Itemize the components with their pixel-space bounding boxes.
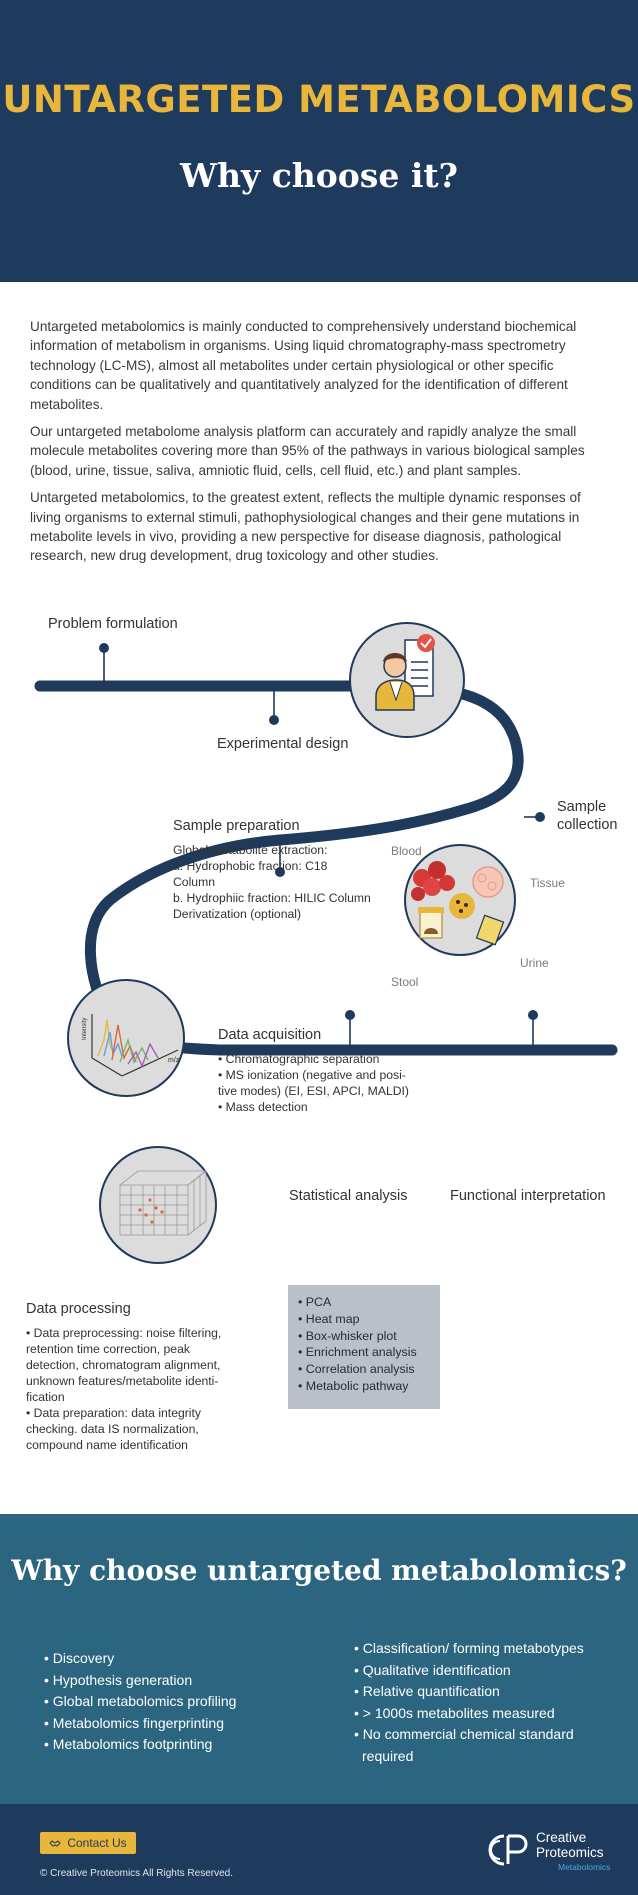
why-item: • Global metabolomics profiling	[44, 1693, 237, 1709]
why-item: • Qualitative identification	[354, 1661, 511, 1678]
stats-item: • PCA	[298, 1295, 332, 1309]
creative-proteomics-logo[interactable]: Creative Proteomics Metabolomics	[486, 1830, 616, 1876]
intro-paragraph-3: Untargeted metabolomics, to the greatest…	[30, 490, 581, 564]
stats-item: • Enrichment analysis	[298, 1345, 417, 1360]
logo-mark-icon	[488, 1834, 528, 1866]
why-title: Why choose untargeted metabolomics?	[11, 1554, 627, 1587]
stats-item: • Correlation analysis	[298, 1362, 415, 1377]
label-sample-preparation: Sample preparation	[173, 818, 300, 834]
workflow-circles: Intensity m/z	[67, 979, 217, 1264]
logo-text-line1: Creative	[536, 1830, 587, 1845]
researcher-icon	[349, 622, 465, 738]
label-statistical-analysis: Statistical analysis	[289, 1188, 408, 1204]
contact-us-button[interactable]: Contact Us	[40, 1832, 136, 1854]
proc-line: • Data preprocessing: noise filtering,	[26, 1326, 222, 1340]
logo-text-line2: Proteomics	[536, 1845, 604, 1860]
marker-dot	[345, 1010, 355, 1020]
acq-line: • Chromatographic separation	[218, 1052, 380, 1066]
label-data-processing: Data processing	[26, 1301, 131, 1317]
page-subtitle: Why choose it?	[179, 156, 458, 195]
stats-item: • Box-whisker plot	[298, 1328, 397, 1343]
sample-prep-line: Column	[173, 875, 215, 889]
why-item: • Discovery	[44, 1650, 115, 1666]
heatmap-cube-icon	[99, 1146, 217, 1264]
marker-dot	[269, 715, 279, 725]
why-section: Why choose untargeted metabolomics? • Di…	[0, 1514, 638, 1804]
why-item: required	[362, 1747, 414, 1764]
acq-spectrum-icon: Intensity m/z	[67, 979, 185, 1097]
sample-prep-line: Derivatization (optional)	[173, 907, 302, 921]
marker-dot	[275, 867, 285, 877]
label-data-acquisition: Data acquisition	[218, 1027, 322, 1043]
label-problem-formulation: Problem formulation	[48, 616, 178, 632]
marker-dot	[99, 643, 109, 653]
intro-paragraph-2: Our untargeted metabolome analysis platf…	[30, 424, 585, 478]
footer: Contact Us © Creative Proteomics All Rig…	[0, 1804, 638, 1895]
data-acquisition-details: • Chromatographic separation • MS ioniza…	[218, 1051, 438, 1115]
why-item: • > 1000s metabolites measured	[354, 1704, 555, 1721]
handshake-icon	[49, 1840, 62, 1847]
samples-icon	[404, 844, 516, 956]
why-item: • Hypothesis generation	[44, 1671, 193, 1688]
why-list-right: • Classification/ forming metabotypes • …	[354, 1638, 614, 1767]
proc-line: detection, chromatogram alignment,	[26, 1358, 221, 1372]
why-item: • Metabolomics fingerprinting	[44, 1714, 224, 1731]
workflow-diagram: Intensity m/z	[0, 600, 638, 1480]
marker-dot	[535, 812, 545, 822]
data-processing-details: • Data preprocessing: noise filtering, r…	[26, 1325, 256, 1453]
proc-line: unknown features/metabolite identi-	[26, 1374, 219, 1388]
statistical-methods-box: • PCA • Heat map • Box-whisker plot • En…	[288, 1285, 440, 1409]
why-item: • Relative quantification	[354, 1683, 500, 1699]
sample-prep-line: Global metabolite extraction:	[173, 843, 328, 857]
acq-line: • MS ionization (negative and posi-	[218, 1068, 406, 1082]
contact-us-label: Contact Us	[67, 1836, 127, 1850]
why-item: • No commercial chemical standard	[354, 1726, 574, 1742]
intro-paragraph-1: Untargeted metabolomics is mainly conduc…	[30, 319, 577, 412]
tag-tissue: Tissue	[530, 876, 565, 890]
chart-axis-y: Intensity	[82, 1018, 88, 1040]
why-item: • Classification/ forming metabotypes	[354, 1640, 584, 1656]
why-list-left: • Discovery • Hypothesis generation • Gl…	[44, 1648, 304, 1756]
copyright-text: © Creative Proteomics All Rights Reserve…	[40, 1868, 233, 1879]
label-functional-interpretation: Functional interpretation	[450, 1188, 606, 1204]
acq-line: tive modes) (EI, ESI, APCI, MALDI)	[218, 1084, 409, 1098]
proc-line: checking. data IS normalization,	[26, 1422, 199, 1436]
page-title: UNTARGETED METABOLOMICS	[2, 78, 636, 121]
why-item: • Metabolomics footprinting	[44, 1736, 213, 1752]
sample-prep-details: Global metabolite extraction: a. Hydroph…	[173, 842, 383, 922]
chart-axis-x: m/z	[168, 1057, 180, 1064]
proc-line: retention time correction, peak	[26, 1342, 190, 1356]
label-experimental-design: Experimental design	[217, 736, 349, 752]
sample-prep-line: b. Hydrophiic fraction: HILIC Column	[173, 891, 371, 905]
proc-line: • Data preparation: data integrity	[26, 1406, 201, 1420]
label-sample-collection-1: Sample	[557, 799, 607, 815]
tag-stool: Stool	[391, 975, 419, 989]
tag-urine: Urine	[520, 956, 549, 970]
proc-line: compound name identification	[26, 1438, 188, 1452]
intro-text: Untargeted metabolomics is mainly conduc…	[30, 317, 608, 574]
label-sample-collection-2: collection	[557, 817, 618, 833]
logo-text-line3: Metabolomics	[558, 1862, 611, 1872]
acq-line: • Mass detection	[218, 1100, 308, 1114]
stats-item: • Heat map	[298, 1311, 360, 1326]
sample-prep-line: a. Hydrophobic fraction: C18	[173, 859, 328, 873]
marker-dot	[528, 1010, 538, 1020]
tag-blood: Blood	[391, 844, 422, 858]
proc-line: fication	[26, 1390, 65, 1404]
header-banner: UNTARGETED METABOLOMICS Why choose it?	[0, 0, 638, 282]
stats-item: • Metabolic pathway	[298, 1378, 409, 1393]
